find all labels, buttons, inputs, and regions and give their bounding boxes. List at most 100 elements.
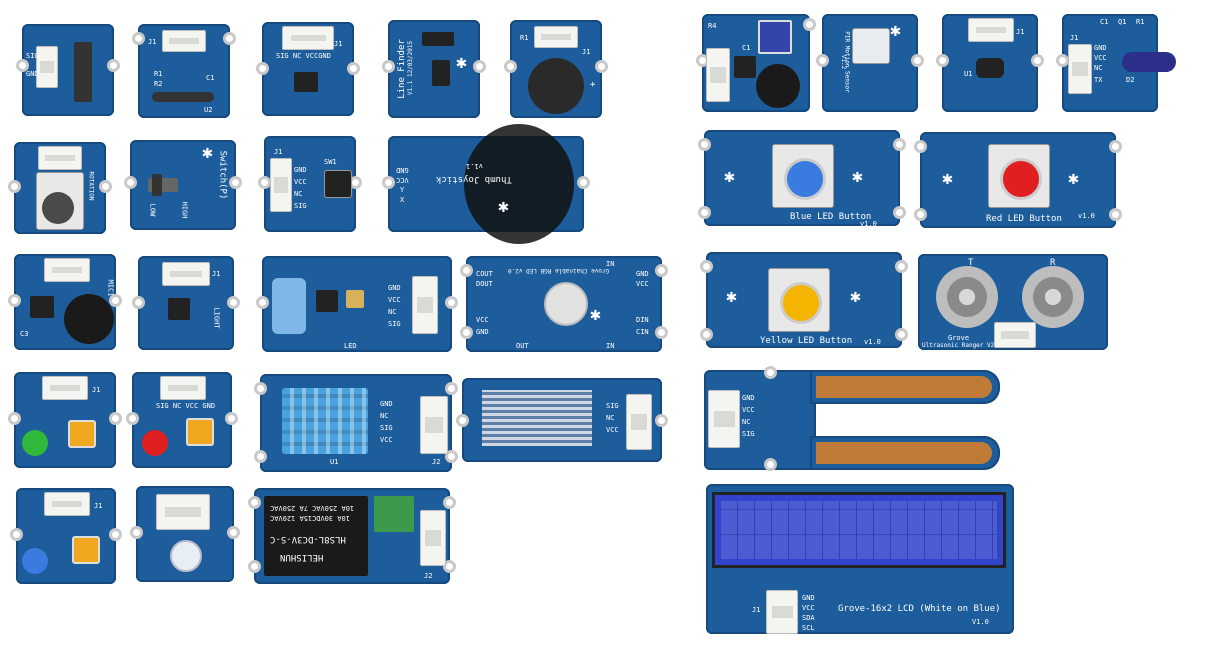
switch-low-label: LOW bbox=[148, 203, 157, 217]
pin-label: GND bbox=[1094, 44, 1107, 52]
relay-rating: 10A 30VDC bbox=[312, 514, 350, 522]
module-title: Blue LED Button bbox=[790, 212, 872, 222]
grove-red-led-button: ✱ ✱ Red LED Button v1.0 bbox=[914, 132, 1122, 228]
mount-hole bbox=[8, 180, 21, 193]
grove-module-line-finder: Line Finder V1.1 12/03/2015 ✱ bbox=[382, 20, 486, 118]
module-title: LED bbox=[344, 342, 357, 350]
ref-label: J1 bbox=[334, 40, 343, 48]
grove-connector bbox=[282, 26, 334, 50]
moisture-probe-bottom bbox=[810, 436, 1000, 470]
ir-receiver bbox=[976, 58, 1004, 78]
mount-hole bbox=[225, 412, 238, 425]
mount-hole bbox=[460, 326, 473, 339]
mount-hole bbox=[1056, 54, 1069, 67]
mount-hole bbox=[816, 54, 829, 67]
mount-hole bbox=[223, 32, 236, 45]
mount-hole bbox=[655, 264, 668, 277]
pin-label: Y bbox=[400, 186, 405, 194]
mount-hole bbox=[227, 296, 240, 309]
mount-hole bbox=[698, 206, 711, 219]
mount-hole bbox=[911, 54, 924, 67]
lcd-character-grid bbox=[721, 501, 997, 559]
grove-module-loudness: R4 C1 bbox=[696, 14, 816, 112]
gear-icon: ✱ bbox=[890, 20, 901, 41]
gear-icon: ✱ bbox=[498, 196, 509, 217]
switch-high-label: HIGH bbox=[180, 201, 189, 219]
grove-connector bbox=[534, 26, 578, 48]
grove-connector bbox=[44, 492, 90, 516]
ir-sensor bbox=[422, 32, 454, 46]
pin-label: DIN bbox=[636, 316, 649, 324]
module-title: Ultrasonic Ranger V2.0 bbox=[922, 342, 1002, 349]
mount-hole bbox=[764, 366, 777, 379]
ref-label: J1 bbox=[94, 502, 103, 510]
grove-led-red: SIG NC VCC GND bbox=[126, 372, 238, 468]
ref-label: Q1 bbox=[1118, 18, 1127, 26]
grove-module-water-sensor: SIG NC VCC bbox=[456, 378, 668, 462]
gear-icon: ✱ bbox=[942, 168, 953, 189]
mount-hole bbox=[700, 328, 713, 341]
pin-label: SIG bbox=[742, 430, 755, 438]
pin-label: NC bbox=[1094, 64, 1103, 72]
pin-label: GND bbox=[26, 70, 39, 78]
grove-module-ir-receiver: J1 U1 bbox=[936, 14, 1044, 112]
pin-label: COUT bbox=[476, 270, 493, 278]
gear-icon: ✱ bbox=[202, 142, 213, 163]
module-version: V1.2 bbox=[840, 54, 848, 70]
water-trace bbox=[482, 390, 592, 446]
ref-label: J1 bbox=[92, 386, 101, 394]
slide-component bbox=[74, 42, 92, 102]
mount-hole bbox=[109, 294, 122, 307]
mount-hole bbox=[258, 176, 271, 189]
mount-hole bbox=[895, 260, 908, 273]
ic-chip bbox=[294, 72, 318, 92]
grove-connector bbox=[160, 376, 206, 400]
ic-chip bbox=[734, 56, 756, 78]
mount-hole bbox=[99, 180, 112, 193]
module-title: Yellow LED Button bbox=[760, 336, 853, 346]
mount-hole bbox=[504, 60, 517, 73]
mount-hole bbox=[107, 59, 120, 72]
mount-hole bbox=[698, 138, 711, 151]
grove-connector bbox=[44, 258, 90, 282]
pin-label: VCC bbox=[1094, 54, 1107, 62]
grove-connector bbox=[36, 46, 58, 88]
mount-hole bbox=[577, 176, 590, 189]
mount-hole bbox=[382, 60, 395, 73]
module-version: V1.0 bbox=[972, 618, 989, 626]
module-version: v1.0 bbox=[864, 338, 881, 346]
mount-hole bbox=[10, 528, 23, 541]
mount-hole bbox=[227, 526, 240, 539]
module-title: Line Finder bbox=[396, 39, 407, 99]
capacitor bbox=[272, 278, 306, 334]
mount-hole bbox=[109, 528, 122, 541]
ref-label: D2 bbox=[1126, 76, 1135, 84]
relay-rating: 10A 250VAC bbox=[312, 504, 355, 512]
mount-hole bbox=[248, 560, 261, 573]
relay-body bbox=[264, 496, 368, 576]
microphone bbox=[64, 294, 114, 344]
pin-label: SIG bbox=[26, 52, 39, 60]
ref-label: SW1 bbox=[324, 158, 337, 166]
mount-hole bbox=[256, 62, 269, 75]
pin-label: NC bbox=[388, 308, 397, 316]
gear-icon: ✱ bbox=[456, 52, 467, 73]
mount-hole bbox=[256, 296, 269, 309]
module-version: v1.1 bbox=[466, 162, 483, 170]
module-title: ROTATION bbox=[87, 171, 95, 201]
module-title: Grove-16x2 LCD (White on Blue) bbox=[838, 604, 1001, 614]
moisture-probe-top bbox=[810, 370, 1000, 404]
rgb-led bbox=[544, 282, 588, 326]
ref-label: R1 bbox=[154, 70, 163, 78]
pin-row: SIG NC VCC GND bbox=[156, 402, 216, 410]
ic-chip bbox=[316, 290, 338, 312]
ref-label: J1 bbox=[274, 148, 283, 156]
transducer-label-t: T bbox=[968, 258, 974, 268]
grove-connector bbox=[706, 48, 730, 102]
mount-hole bbox=[764, 458, 777, 471]
grove-moisture-sensor: GND VCC NC SIG bbox=[704, 366, 816, 471]
grove-module-chainable-rgb-led: Grove Chainable RGB LED v2.0 COUT DOUT V… bbox=[460, 256, 668, 352]
pin-label: NC bbox=[294, 190, 303, 198]
grove-module-connector-board: SIG GND bbox=[16, 24, 120, 116]
reed-sensor bbox=[152, 92, 214, 102]
